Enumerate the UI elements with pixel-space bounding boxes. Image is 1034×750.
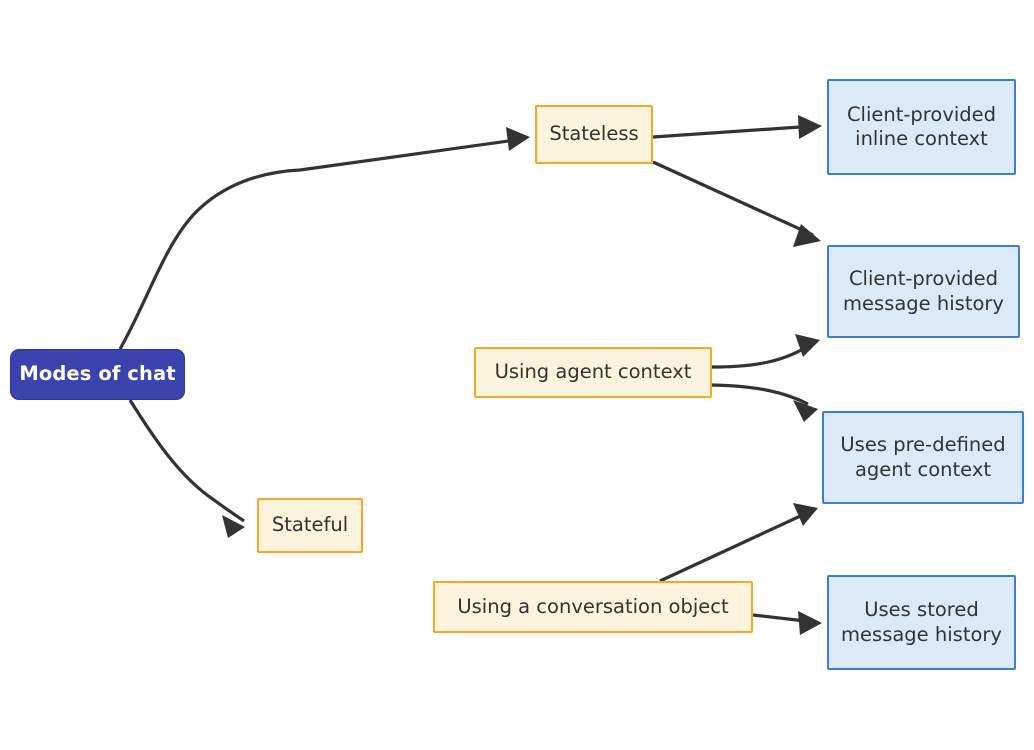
edge-stateless-to-inline-context (652, 115, 822, 139)
arrow-head-icon (793, 224, 821, 247)
node-using-a-conversation-object[interactable]: Using a conversation object (433, 581, 753, 633)
edge-line (659, 510, 810, 583)
node-label: Uses stored message history (841, 598, 1002, 646)
edge-line (652, 160, 814, 237)
node-label: Modes of chat (19, 362, 176, 386)
node-label: Client-provided inline context (846, 102, 997, 150)
arrow-head-icon (506, 127, 530, 151)
node-label: Using a conversation object (457, 594, 729, 618)
arrow-head-icon (222, 515, 245, 538)
edge-root-to-stateless (118, 127, 530, 350)
edge-line (752, 613, 815, 624)
node-client-provided-inline-context[interactable]: Client-provided inline context (827, 79, 1016, 175)
arrow-head-icon (795, 334, 820, 357)
edge-agent-context-to-predefined-agent-context (711, 383, 818, 422)
edge-agent-context-to-client-message-history (711, 334, 820, 369)
arrow-head-icon (798, 611, 822, 635)
node-modes-of-chat[interactable]: Modes of chat (10, 349, 185, 400)
node-label: Client-provided message history (843, 267, 1004, 315)
node-uses-pre-defined-agent-context[interactable]: Uses pre-defined agent context (822, 411, 1024, 504)
edge-line (128, 399, 245, 523)
node-client-provided-message-history[interactable]: Client-provided message history (827, 245, 1020, 338)
arrow-head-icon (798, 115, 822, 139)
node-stateful[interactable]: Stateful (257, 498, 363, 553)
edge-line (118, 137, 524, 350)
node-label: Uses pre-defined agent context (840, 433, 1006, 481)
edge-conversation-object-to-predefined-agent-context (659, 503, 818, 583)
node-using-agent-context[interactable]: Using agent context (474, 347, 712, 398)
arrow-head-icon (793, 400, 818, 422)
edge-stateless-to-client-message-history (652, 160, 821, 247)
edge-line (652, 124, 816, 139)
arrow-head-icon (793, 503, 818, 526)
edge-line (711, 343, 811, 369)
node-stateless[interactable]: Stateless (535, 105, 653, 164)
edge-conversation-object-to-stored-message-history (752, 611, 822, 635)
node-label: Stateless (549, 122, 639, 146)
node-label: Using agent context (494, 360, 692, 384)
node-uses-stored-message-history[interactable]: Uses stored message history (827, 575, 1016, 670)
edge-line (711, 383, 809, 406)
edge-root-to-stateful (128, 399, 245, 538)
node-label: Stateful (271, 513, 349, 537)
